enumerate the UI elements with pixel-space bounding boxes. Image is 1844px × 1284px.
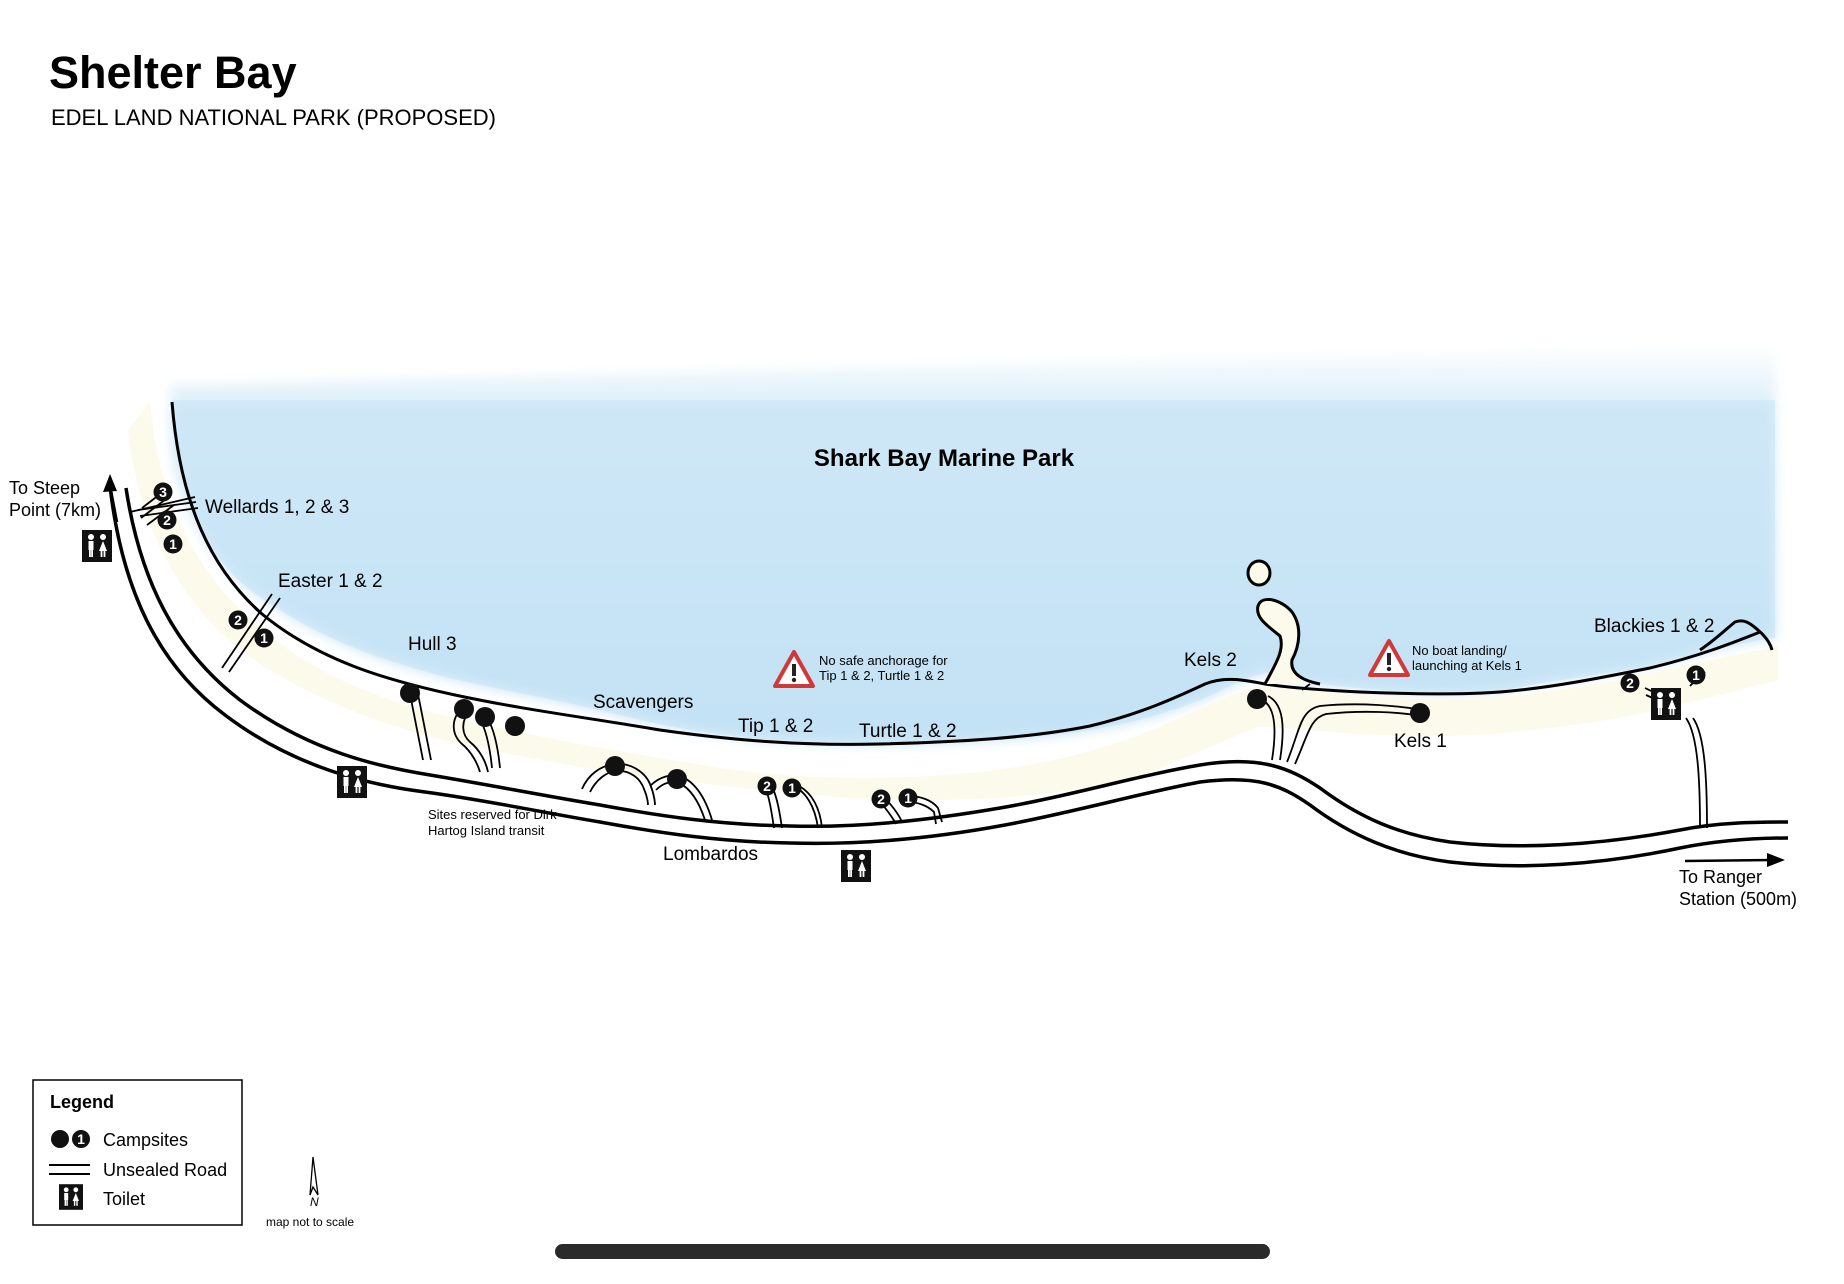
svg-text:2: 2 [163, 512, 171, 528]
campsite-icon [505, 716, 525, 736]
legend-campsites: Campsites [103, 1130, 188, 1150]
anchorage-warning-note: No safe anchorage for [819, 653, 948, 668]
campsite-icon [51, 1130, 69, 1148]
boat-landing-note: No boat landing/ [1412, 643, 1507, 658]
svg-text:2: 2 [1626, 675, 1634, 691]
site-label-tip: Tip 1 & 2 [738, 716, 813, 737]
svg-text:2: 2 [234, 612, 242, 628]
site-label-hull: Hull 3 [408, 634, 457, 655]
svg-text:1: 1 [904, 790, 912, 806]
toilet-icon [59, 1184, 83, 1210]
water-label: Shark Bay Marine Park [814, 445, 1075, 472]
site-label-turtle: Turtle 1 & 2 [859, 721, 957, 742]
kels-peninsula [1256, 597, 1321, 686]
site-label-wellards: Wellards 1, 2 & 3 [205, 497, 349, 518]
blackies-headland [1699, 619, 1774, 652]
toilet-icon [841, 850, 871, 882]
campsite-icon [1247, 689, 1267, 709]
water-area [170, 345, 1775, 744]
map-title: Shelter Bay [49, 47, 297, 98]
numbered-campsite-icon: 2 [757, 776, 777, 796]
svg-text:1: 1 [77, 1131, 85, 1147]
numbered-campsite-icon: 2 [871, 789, 891, 809]
site-label-lombardos: Lombardos [663, 844, 758, 865]
campsites: 3 2 1 2 1 2 1 2 1 2 1 [153, 482, 1706, 809]
anchorage-warning-note: Tip 1 & 2, Turtle 1 & 2 [819, 668, 944, 683]
shore-strip [128, 402, 1778, 800]
numbered-campsite-icon: 2 [157, 510, 177, 530]
site-label-kels1: Kels 1 [1394, 731, 1447, 752]
numbered-campsite-icon: 1 [72, 1130, 90, 1148]
home-indicator[interactable] [555, 1244, 1270, 1259]
svg-text:1: 1 [788, 780, 796, 796]
svg-text:1: 1 [169, 536, 177, 552]
numbered-campsite-icon: 1 [782, 778, 802, 798]
north-arrow-icon: N [309, 1156, 319, 1209]
numbered-campsite-icon: 1 [898, 788, 918, 808]
campsite-icon [667, 769, 687, 789]
dirk-hartog-note: Hartog Island transit [428, 823, 545, 838]
legend-title: Legend [50, 1092, 114, 1112]
legend-toilet: Toilet [103, 1189, 145, 1209]
numbered-campsite-icon: 1 [163, 534, 183, 554]
steep-point-label: Point (7km) [9, 500, 101, 520]
direction-arrow-icon [103, 474, 1785, 867]
svg-text:N: N [310, 1195, 319, 1209]
numbered-campsite-icon: 1 [1686, 665, 1706, 685]
campsite-icon [605, 756, 625, 776]
legend: Legend 1 Campsites Unsealed Road Toilet [32, 1079, 243, 1226]
campsite-icon [400, 683, 420, 703]
ranger-station-label: To Ranger [1679, 867, 1762, 887]
campsite-icon [1410, 703, 1430, 723]
legend-road: Unsealed Road [103, 1160, 227, 1180]
offshore-rock [1246, 559, 1272, 587]
toilet-icon [1651, 688, 1681, 720]
ranger-station-label: Station (500m) [1679, 889, 1797, 909]
site-label-kels2: Kels 2 [1184, 650, 1237, 671]
campsite-icon [475, 707, 495, 727]
boat-landing-note: launching at Kels 1 [1412, 658, 1522, 673]
toilet-icon [337, 766, 367, 798]
campsite-icon [454, 699, 474, 719]
toilet-icon [82, 530, 112, 562]
numbered-campsite-icon: 2 [228, 610, 248, 630]
main-road [108, 485, 1789, 868]
svg-text:3: 3 [159, 484, 167, 500]
coastline [170, 401, 1761, 746]
numbered-campsite-icon: 1 [254, 628, 274, 648]
numbered-campsite-icon: 3 [153, 482, 173, 502]
svg-text:2: 2 [877, 791, 885, 807]
site-label-scavengers: Scavengers [593, 692, 693, 713]
dirk-hartog-note: Sites reserved for Dirk [428, 807, 557, 822]
svg-text:1: 1 [1692, 667, 1700, 683]
numbered-campsite-icon: 2 [1620, 673, 1640, 693]
map-subtitle: EDEL LAND NATIONAL PARK (PROPOSED) [51, 105, 496, 130]
svg-text:1: 1 [260, 630, 268, 646]
svg-text:2: 2 [763, 778, 771, 794]
site-label-easter: Easter 1 & 2 [278, 571, 383, 592]
access-tracks [129, 487, 1708, 829]
steep-point-label: To Steep [9, 478, 80, 498]
site-label-blackies: Blackies 1 & 2 [1594, 616, 1714, 637]
scale-note: map not to scale [266, 1215, 354, 1229]
